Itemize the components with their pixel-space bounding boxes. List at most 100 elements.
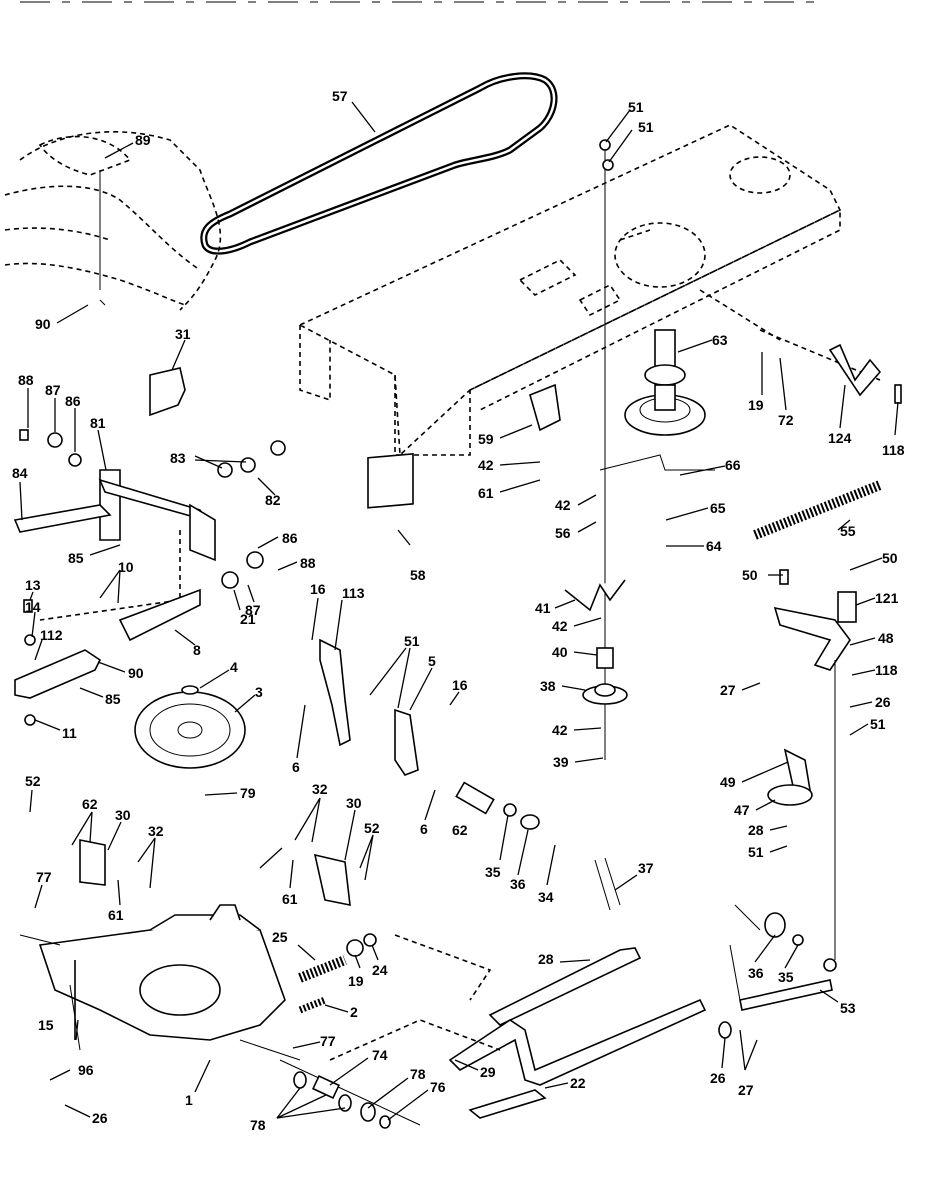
callout-label: 72 (778, 412, 794, 428)
callout-label: 52 (25, 773, 41, 789)
callout-label: 77 (36, 869, 52, 885)
callout-label: 83 (170, 450, 186, 466)
callout-label: 36 (748, 965, 764, 981)
callout-label: 26 (875, 694, 891, 710)
callout-label: 85 (68, 550, 84, 566)
callout-label: 51 (638, 119, 654, 135)
callout-label: 79 (240, 785, 256, 801)
callout-label: 27 (720, 682, 736, 698)
callout-label: 32 (148, 823, 164, 839)
callout-label: 78 (250, 1117, 266, 1133)
callout-label: 118 (875, 662, 898, 678)
pulley-3 (134, 685, 246, 769)
callout-label: 10 (118, 559, 134, 575)
callout-label: 86 (282, 530, 298, 546)
callout-label: 53 (840, 1000, 856, 1016)
callout-label: 64 (706, 538, 722, 554)
callout-label: 19 (748, 397, 764, 413)
callout-label: 30 (115, 807, 131, 823)
axle-hardware (279, 912, 837, 1129)
dashed-body-outline (4, 131, 222, 311)
callout-label: 85 (105, 691, 121, 707)
callout-label: 81 (90, 415, 106, 431)
callout-label: 59 (478, 431, 494, 447)
callout-label: 27 (738, 1082, 754, 1098)
callout-label: 42 (552, 722, 568, 738)
callout-label: 65 (710, 500, 726, 516)
callout-label: 124 (828, 430, 852, 446)
spring-25 (298, 955, 347, 983)
callout-label: 66 (725, 457, 741, 473)
callout-label: 24 (372, 962, 388, 978)
callout-label: 121 (875, 590, 899, 606)
callout-label: 50 (882, 550, 898, 566)
callout-label: 3 (255, 684, 263, 700)
callout-label: 41 (535, 600, 551, 616)
callout-label: 42 (552, 618, 568, 634)
right-idler-assembly (767, 569, 857, 960)
callout-label: 52 (364, 820, 380, 836)
callout-label: 87 (45, 382, 61, 398)
spring-55 (753, 480, 882, 540)
bracket-5 (394, 708, 419, 776)
callout-label: 89 (135, 132, 151, 148)
callout-label: 15 (38, 1017, 54, 1033)
bracket-113 (319, 638, 351, 747)
link-37 (594, 857, 621, 911)
callout-label: 84 (12, 465, 28, 481)
bracket-90 (14, 649, 102, 699)
callout-label: 19 (348, 973, 364, 989)
callout-label: 37 (638, 860, 654, 876)
callout-label: 61 (478, 485, 494, 501)
callout-label: 112 (40, 627, 63, 643)
callout-label: 51 (404, 633, 420, 649)
callout-label: 35 (778, 969, 794, 985)
bracket-124 (828, 343, 882, 397)
pulley-63 (624, 329, 706, 436)
callout-label: 30 (346, 795, 362, 811)
callout-label: 39 (553, 754, 569, 770)
callout-label: 36 (510, 876, 526, 892)
callout-label: 90 (35, 316, 51, 332)
callout-label: 56 (555, 525, 571, 541)
callout-label: 1 (185, 1092, 193, 1108)
callout-label: 87 (245, 602, 261, 618)
callout-label: 40 (552, 644, 568, 660)
callout-label: 77 (320, 1033, 336, 1049)
callout-label: 88 (300, 555, 316, 571)
spacer-52 (455, 781, 495, 815)
callout-label: 78 (410, 1066, 426, 1082)
callout-label: 76 (430, 1079, 446, 1095)
callout-label: 61 (108, 907, 124, 923)
callout-label: 28 (748, 822, 764, 838)
callout-label: 6 (292, 759, 300, 775)
bracket-30b (313, 853, 351, 907)
callout-label: 74 (372, 1047, 388, 1063)
callout-label: 29 (480, 1064, 496, 1080)
callout-label: 38 (540, 678, 556, 694)
callout-label: 62 (452, 822, 468, 838)
callout-label: 47 (734, 802, 750, 818)
callout-label: 14 (25, 599, 41, 615)
callout-label: 88 (18, 372, 34, 388)
callout-label: 90 (128, 665, 144, 681)
callout-label: 22 (570, 1075, 586, 1091)
callout-label: 82 (265, 492, 281, 508)
callout-label: 28 (538, 951, 554, 967)
callout-label: 21 (240, 611, 256, 627)
callout-label: 2 (350, 1004, 358, 1020)
callout-label: 51 (628, 99, 644, 115)
bracket-30a (79, 839, 106, 886)
control-rods (329, 904, 833, 1119)
center-idler-assembly (529, 139, 715, 760)
callout-label: 86 (65, 393, 81, 409)
callout-label: 113 (342, 585, 365, 601)
spring-2 (298, 996, 327, 1014)
callout-label: 50 (742, 567, 758, 583)
callout-label: 6 (420, 821, 428, 837)
callout-label: 26 (710, 1070, 726, 1086)
callout-label: 55 (840, 523, 856, 539)
leader-lines (19, 101, 899, 1121)
